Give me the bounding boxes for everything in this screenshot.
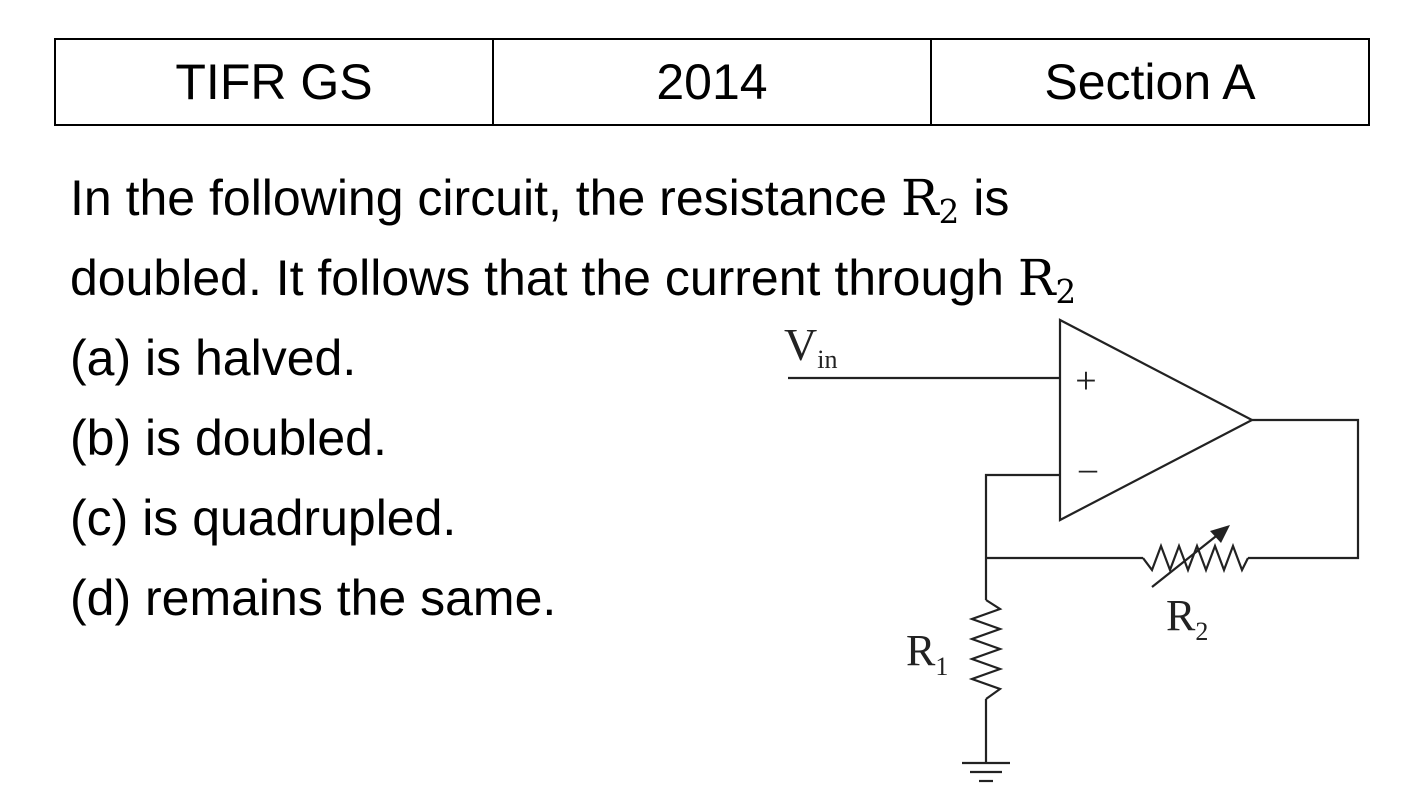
vin-label: Vin xyxy=(784,319,837,374)
option-c[interactable]: (c) is quadrupled. xyxy=(70,490,457,546)
inverting-input-wire xyxy=(984,473,1060,600)
question-line-1: In the following circuit, the resistance… xyxy=(70,158,1270,238)
output-wire xyxy=(1248,418,1360,560)
question-line-2-text: doubled. It follows that the current thr… xyxy=(70,250,1018,306)
resistance-symbol-letter: R xyxy=(1017,249,1056,307)
resistance-symbol: R2 xyxy=(1017,249,1076,308)
r1-label: R1 xyxy=(906,626,948,681)
resistance-symbol-sub: 2 xyxy=(938,193,960,232)
r1-label-letter: R xyxy=(906,626,936,675)
vin-label-letter: V xyxy=(784,319,817,370)
circuit-diagram: + – Vin R1 R2 xyxy=(784,318,1360,783)
op-amp-triangle xyxy=(1058,318,1255,522)
plus-sign: + xyxy=(1075,360,1096,402)
minus-sign: – xyxy=(1078,448,1098,488)
r1-label-sub: 1 xyxy=(935,652,948,681)
resistance-symbol: R2 xyxy=(900,169,959,228)
option-b[interactable]: (b) is doubled. xyxy=(70,410,387,466)
variable-arrow-icon xyxy=(1151,532,1221,588)
header-row: TIFR GS 2014 Section A xyxy=(54,38,1370,126)
r2-label-sub: 2 xyxy=(1195,617,1208,646)
question-line-1-text: In the following circuit, the resistance xyxy=(70,170,901,226)
r2-label: R2 xyxy=(1166,591,1208,646)
resistance-symbol-letter: R xyxy=(900,169,939,227)
header-exam: TIFR GS xyxy=(54,38,494,126)
answer-options: (a) is halved. (b) is doubled. (c) is qu… xyxy=(70,318,556,638)
question-text: In the following circuit, the resistance… xyxy=(70,158,1270,318)
header-year: 2014 xyxy=(492,38,932,126)
question-line-1-end: is xyxy=(959,170,1010,226)
vin-label-sub: in xyxy=(817,345,837,374)
option-a[interactable]: (a) is halved. xyxy=(70,330,357,386)
r1-resistor xyxy=(968,599,1004,700)
header-section: Section A xyxy=(930,38,1370,126)
r2-resistor xyxy=(1142,542,1249,574)
header-table: TIFR GS 2014 Section A xyxy=(54,38,1370,126)
question-line-2: doubled. It follows that the current thr… xyxy=(70,238,1270,318)
variable-arrow-head-icon xyxy=(1210,525,1230,543)
r2-label-letter: R xyxy=(1166,591,1196,640)
option-d[interactable]: (d) remains the same. xyxy=(70,570,557,626)
resistance-symbol-sub: 2 xyxy=(1055,273,1077,312)
